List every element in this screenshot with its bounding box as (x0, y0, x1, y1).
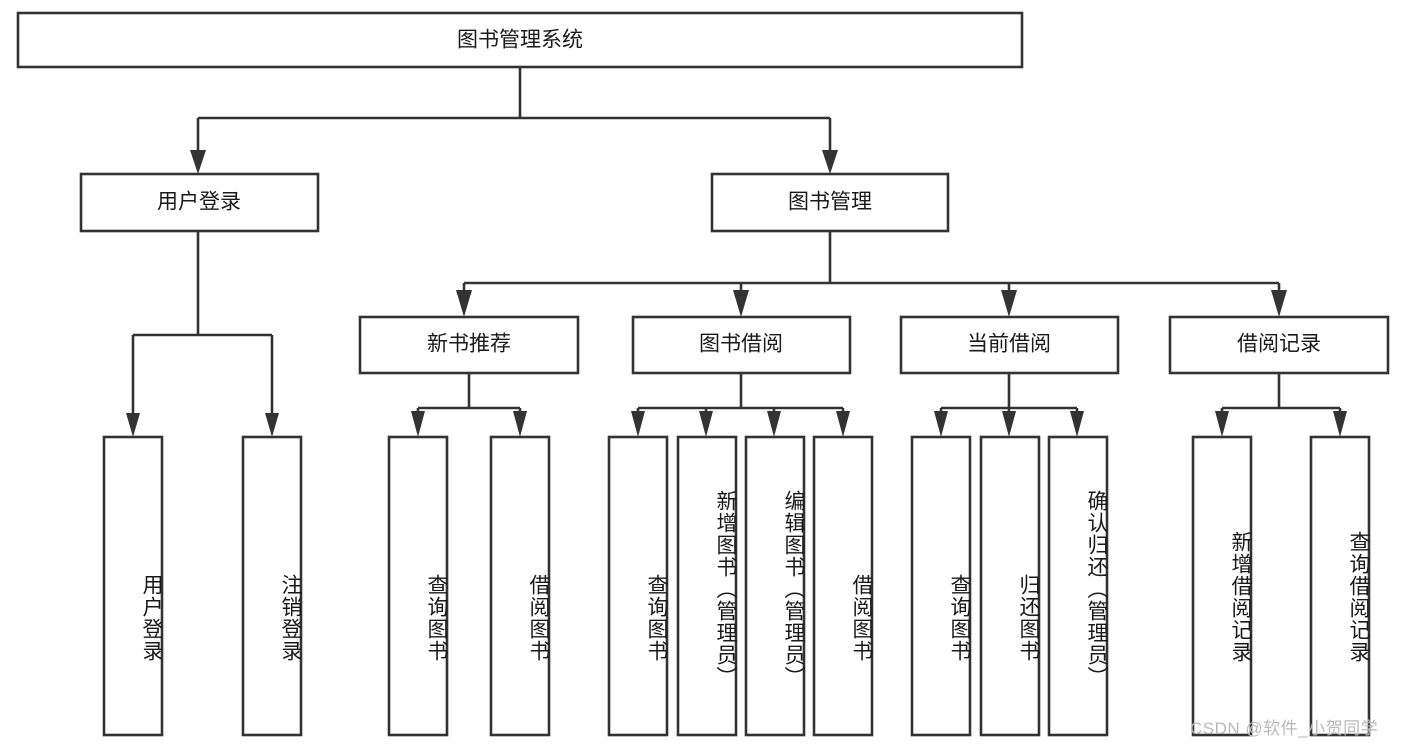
arrow-new-book-rec-child-1-icon (411, 411, 425, 437)
arrow-user-login-child-2-icon (265, 413, 279, 437)
node-box-leaf-query-book-3[interactable] (910, 435, 972, 737)
arrow-book-manage-child-4-icon (1271, 290, 1287, 317)
node-box-leaf-query-record[interactable] (1309, 435, 1371, 737)
node-label-book-manage: 图书管理 (788, 191, 872, 214)
node-box-borrow-record[interactable] (1168, 315, 1390, 375)
arrow-current-borrow-child-3-icon (1070, 411, 1084, 437)
node-box-current-borrow[interactable] (899, 315, 1120, 375)
node-box-book-borrow[interactable] (631, 315, 852, 375)
arrow-current-borrow-child-2-icon (1002, 411, 1016, 437)
arrow-book-borrow-child-4-icon (836, 411, 850, 437)
node-box-leaf-return-book[interactable] (979, 435, 1041, 737)
node-box-leaf-add-book[interactable] (676, 435, 738, 737)
connector-group-book-manage (456, 231, 1287, 317)
arrow-book-manage-child-2-icon (733, 290, 749, 317)
arrow-current-borrow-child-1-icon (934, 411, 948, 437)
node-label-borrow-record: 借阅记录 (1237, 333, 1321, 356)
arrow-borrow-record-child-2-icon (1333, 411, 1347, 437)
connector-group-book-borrow (631, 373, 850, 437)
node-box-leaf-add-record[interactable] (1191, 435, 1253, 737)
node-box-leaf-edit-book[interactable] (744, 435, 806, 737)
node-box-book-manage[interactable] (710, 172, 950, 233)
connector-group-borrow-record (1215, 373, 1347, 437)
arrow-book-manage-child-3-icon (1001, 290, 1017, 317)
csdn-watermark: CSDN @软件_小贺同学 (1190, 719, 1379, 738)
arrow-book-manage-child-1-icon (456, 290, 472, 317)
node-box-leaf-query-book-1[interactable] (387, 435, 449, 737)
node-label-new-book-rec: 新书推荐 (427, 333, 511, 356)
node-label-current-borrow: 当前借阅 (967, 333, 1051, 356)
node-label-root: 图书管理系统 (457, 29, 583, 52)
arrow-borrow-record-child-1-icon (1215, 411, 1229, 437)
arrow-new-book-rec-child-2-icon (513, 411, 527, 437)
arrow-user-login-child-1-icon (126, 413, 140, 437)
node-label-book-borrow: 图书借阅 (699, 333, 783, 356)
node-box-leaf-query-book-2[interactable] (607, 435, 669, 737)
node-box-root[interactable] (16, 11, 1024, 69)
arrow-book-borrow-child-2-icon (699, 411, 713, 437)
node-box-leaf-borrow-book-2[interactable] (812, 435, 874, 737)
connector-group-user-login (126, 231, 279, 437)
node-box-leaf-borrow-book-1[interactable] (489, 435, 551, 737)
node-box-user-login[interactable] (79, 172, 320, 233)
arrow-book-borrow-child-1-icon (631, 411, 645, 437)
node-box-leaf-confirm-return[interactable] (1047, 435, 1109, 737)
connector-group-current-borrow (934, 373, 1084, 437)
connector-group-root (190, 67, 838, 174)
node-box-leaf-logout[interactable] (241, 435, 303, 737)
node-box-leaf-user-login[interactable] (102, 435, 164, 737)
node-box-new-book-rec[interactable] (358, 315, 580, 375)
arrow-root-to-user-login-icon (190, 150, 206, 174)
connector-group-new-book-rec (411, 373, 527, 437)
node-label-user-login: 用户登录 (157, 191, 241, 214)
arrow-root-to-book-manage-icon (822, 150, 838, 174)
arrow-book-borrow-child-3-icon (767, 411, 781, 437)
